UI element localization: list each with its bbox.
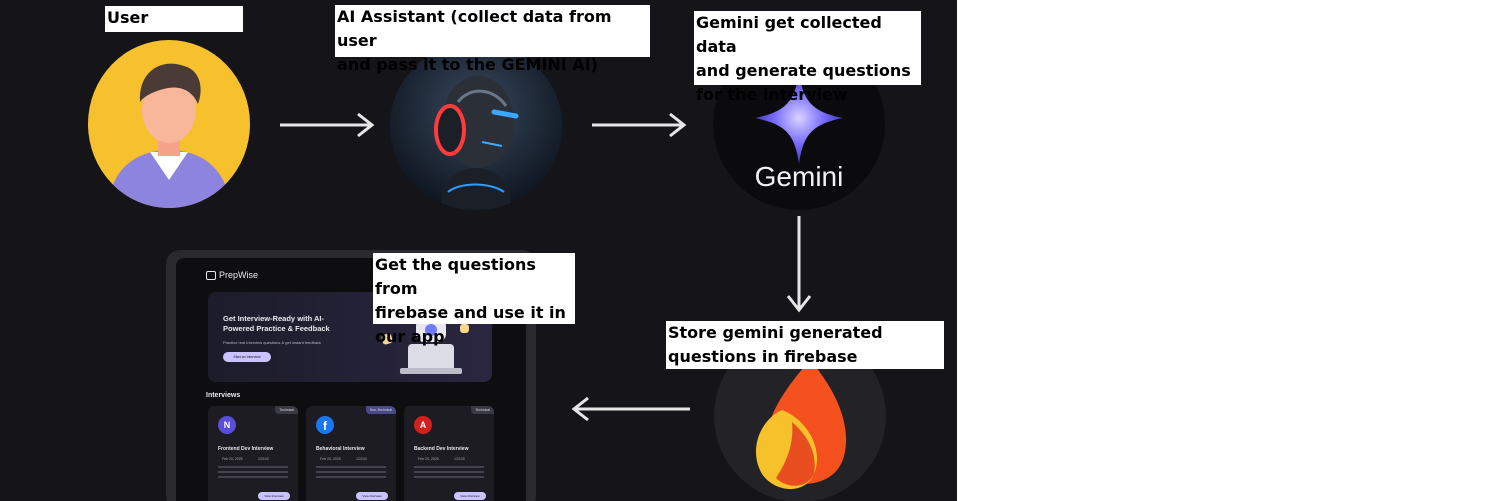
card-date: Feb 20, 2025 (320, 457, 341, 461)
arrow-gemini-to-firebase (786, 216, 812, 313)
label-firebase: Store gemini generated questions in fire… (666, 321, 944, 369)
card-tag: Technical (275, 406, 298, 414)
gemini-sparkle-icon: Gemini (755, 72, 844, 192)
card-title: Backend Dev Interview (414, 446, 469, 452)
diagram-canvas: Gemini PrepWise Get Interview-Ready with… (0, 0, 957, 501)
card-title: Frontend Dev Interview (218, 446, 274, 452)
gemini-wordmark: Gemini (755, 161, 844, 192)
arrow-user-to-assistant (280, 112, 375, 138)
app-logo-icon (206, 270, 216, 280)
user-avatar (88, 40, 250, 208)
start-interview-button[interactable]: Start an Interview (223, 352, 271, 362)
label-user: User (105, 6, 243, 32)
ai-assistant-avatar (390, 42, 562, 210)
card-description-lines (218, 466, 288, 480)
robot-head-icon (390, 42, 562, 210)
card-score: 12/100 (356, 457, 367, 461)
view-interview-button[interactable]: View Interview (356, 492, 388, 500)
firebase-flame-icon (755, 360, 847, 489)
robot-illustration-icon (381, 318, 469, 374)
card-date: Feb 20, 2025 (418, 457, 439, 461)
app-brand: PrepWise (206, 270, 258, 280)
interview-card[interactable]: Technical N Frontend Dev Interview Feb 2… (208, 406, 298, 501)
card-description-lines (316, 466, 386, 480)
app-brand-label: PrepWise (219, 270, 259, 280)
view-interview-button[interactable]: View Interview (454, 492, 486, 500)
facebook-logo-icon: f (316, 416, 334, 434)
adobe-logo-icon: A (414, 416, 432, 434)
label-gemini: Gemini get collected data and generate q… (694, 11, 921, 104)
card-logo-icon: N (218, 416, 236, 434)
card-tag: Technical (471, 406, 494, 414)
user-figure-icon (108, 63, 230, 208)
hero-subtitle: Practice real interview questions & get … (223, 340, 322, 345)
interview-card[interactable]: Technical A Backend Dev Interview Feb 20… (404, 406, 494, 501)
card-title: Behavioral Interview (316, 446, 365, 452)
card-score: 12/100 (258, 457, 269, 461)
label-ai-assistant: AI Assistant (collect data from user and… (335, 5, 650, 74)
card-tag: Non-Technical (365, 406, 396, 414)
arrow-firebase-to-app (571, 396, 690, 422)
interviews-section-title: Interviews (206, 392, 241, 399)
card-score: 12/100 (454, 457, 465, 461)
app-screenshot-frame: PrepWise Get Interview-Ready with AI-Pow… (166, 250, 536, 501)
card-date: Feb 20, 2025 (222, 457, 243, 461)
interview-card[interactable]: Non-Technical f Behavioral Interview Feb… (306, 406, 396, 501)
hero-title: Get Interview-Ready with AI-Powered Prac… (223, 314, 330, 333)
arrow-assistant-to-gemini (592, 112, 687, 138)
card-description-lines (414, 466, 484, 480)
view-interview-button[interactable]: View Interview (258, 492, 290, 500)
label-app: Get the questions from firebase and use … (373, 253, 575, 346)
